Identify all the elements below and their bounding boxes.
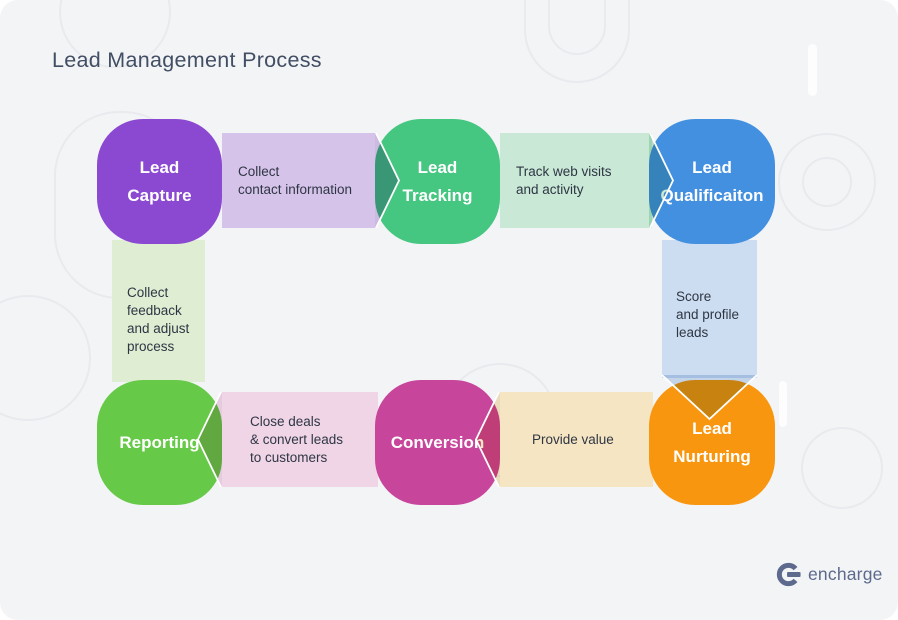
connector-collect-contact-information: Collect contact information <box>222 133 375 228</box>
connector-label: Close deals & convert leads to customers <box>250 413 344 465</box>
connector-track-web-visits: Track web visits and activity <box>500 133 652 228</box>
encharge-logo-text: encharge <box>808 564 883 584</box>
arrow-tip-outline <box>375 132 400 229</box>
connector-label: Collect feedback and adjust process <box>127 285 190 354</box>
connector-label: Track web visits and activity <box>516 163 612 197</box>
arrow-tip-outline <box>649 132 674 229</box>
page-title: Lead Management Process <box>52 48 322 72</box>
node-lead-qualification: Lead Qualificaiton <box>649 119 775 244</box>
connector-label: Collect contact information <box>238 163 353 197</box>
node-label: Lead Capture <box>127 158 192 205</box>
node-label: Lead Tracking <box>402 158 473 205</box>
arrow-tip-outline <box>475 391 500 488</box>
node-lead-nurturing: Lead Nurturing <box>649 380 775 505</box>
node-label: Conversion <box>390 432 485 452</box>
encharge-logo: encharge <box>775 561 883 588</box>
connector-provide-value: Provide value <box>500 392 653 487</box>
arrow-tip-outline <box>661 374 758 421</box>
connector-label: Provide value <box>532 431 614 447</box>
arrow-tip-outline <box>197 391 222 488</box>
node-label: Lead Qualificaiton <box>660 158 764 205</box>
connector-close-deals: Close deals & convert leads to customers <box>222 392 378 487</box>
node-label: Lead Nurturing <box>673 419 751 466</box>
connector-score-and-profile-leads: Score and profile leads <box>662 240 757 378</box>
node-lead-capture: Lead Capture <box>97 119 222 244</box>
connector-collect-feedback: Collect feedback and adjust process <box>112 240 205 382</box>
connector-label: Score and profile leads <box>676 289 740 340</box>
encharge-logo-icon <box>776 562 801 587</box>
node-label: Reporting <box>119 432 200 452</box>
